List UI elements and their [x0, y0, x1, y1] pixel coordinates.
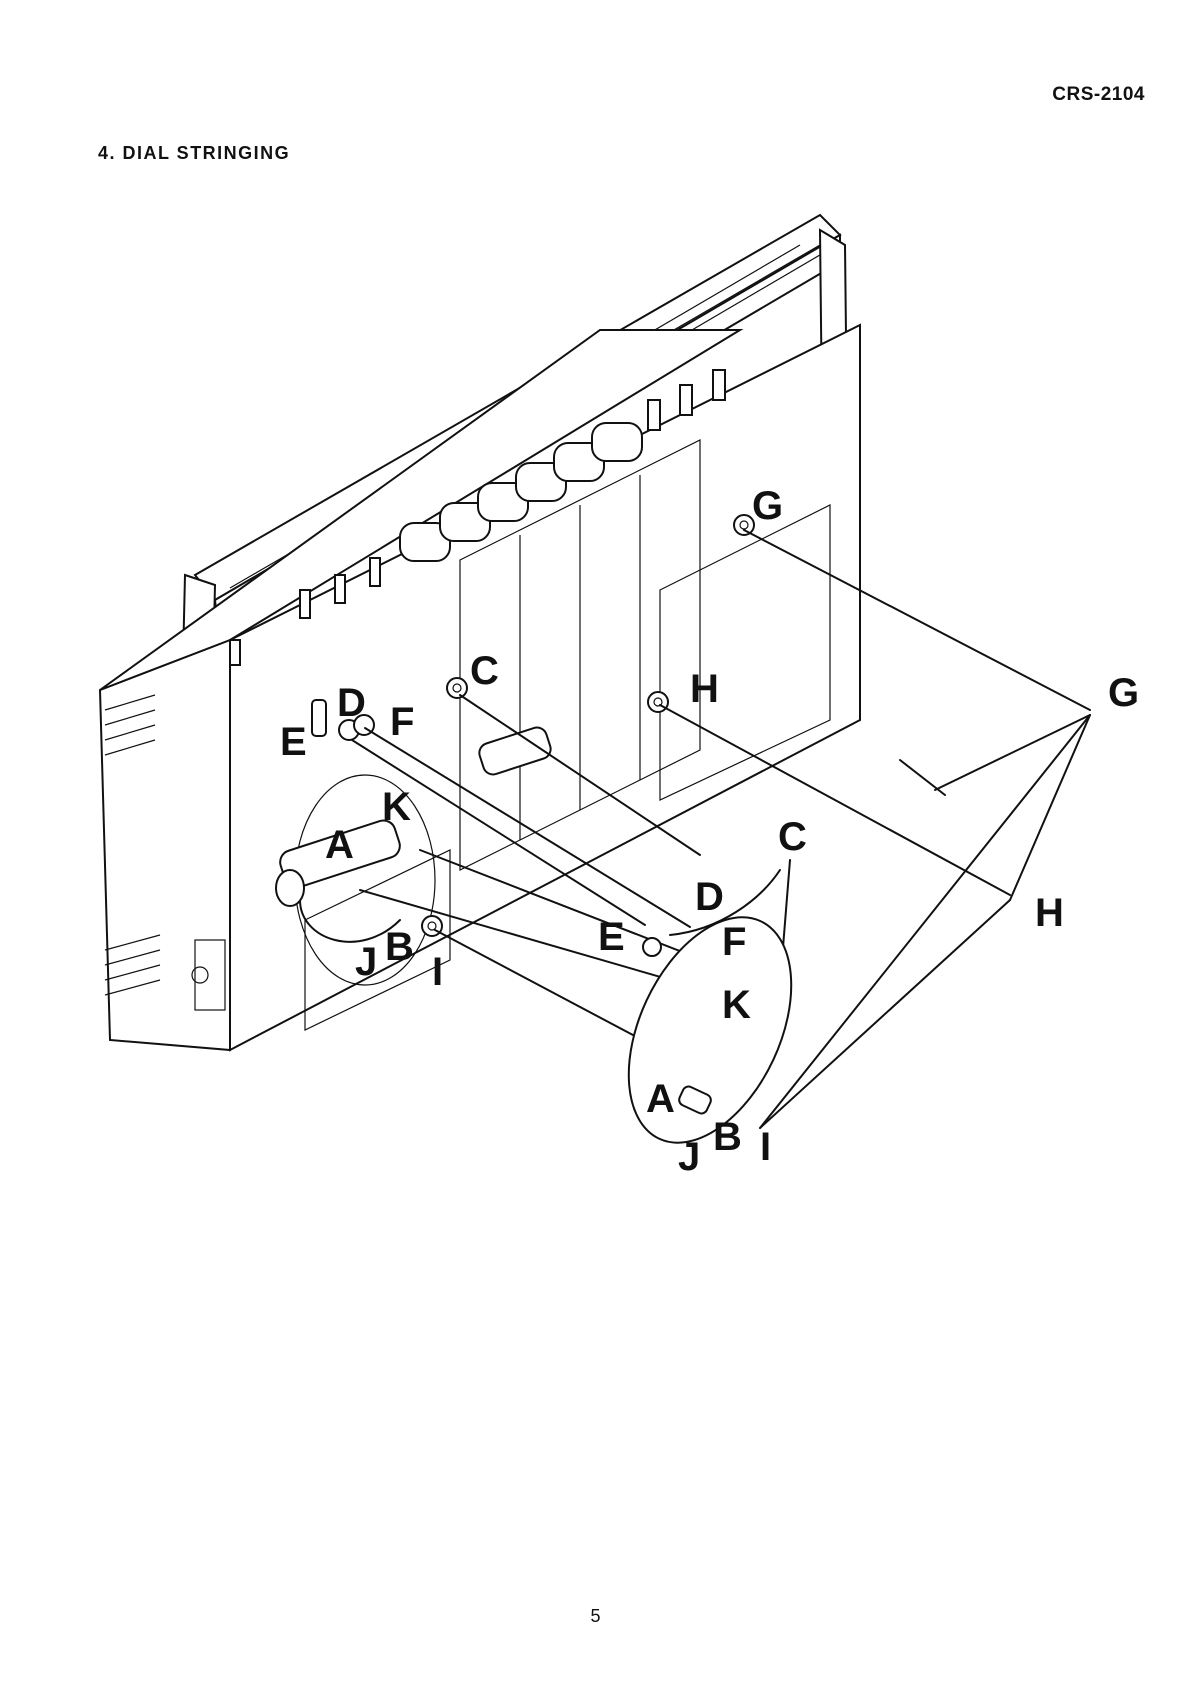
- label-f-main: F: [390, 700, 414, 744]
- label-c-main: C: [470, 649, 499, 693]
- label-f-inset: F: [722, 920, 746, 964]
- label-g-main: G: [752, 484, 783, 528]
- label-h-inset: H: [1035, 891, 1064, 935]
- label-b-inset: B: [713, 1115, 742, 1159]
- label-k-inset: K: [722, 983, 751, 1027]
- label-h-main: H: [690, 667, 719, 711]
- label-d-main: D: [337, 681, 366, 725]
- label-e-main: E: [280, 720, 307, 764]
- label-k-main: K: [382, 785, 411, 829]
- label-j-main: J: [355, 940, 377, 984]
- label-g-inset: G: [1108, 671, 1139, 715]
- label-i-main: I: [432, 950, 443, 994]
- label-b-main: B: [385, 925, 414, 969]
- page-number: 5: [0, 1606, 1191, 1627]
- label-a-inset: A: [646, 1077, 675, 1121]
- label-e-inset: E: [598, 915, 625, 959]
- label-j-inset: J: [678, 1135, 700, 1179]
- label-d-inset: D: [695, 875, 724, 919]
- label-a-main: A: [325, 823, 354, 867]
- inset-dial-disc: [596, 892, 824, 1169]
- label-i-inset: I: [760, 1125, 771, 1169]
- label-c-inset: C: [778, 815, 807, 859]
